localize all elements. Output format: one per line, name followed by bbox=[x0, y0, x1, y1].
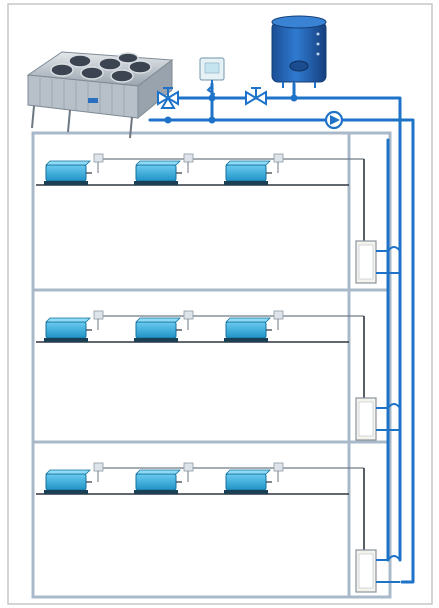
cooler-fans bbox=[50, 52, 152, 83]
tank-inspection-port bbox=[289, 60, 309, 72]
indoor-unit-icon bbox=[44, 469, 92, 494]
fan-icon bbox=[80, 66, 104, 80]
cooler-badge bbox=[88, 98, 98, 103]
controller-icon bbox=[183, 462, 194, 482]
indoor-unit-icon bbox=[134, 469, 182, 494]
indoor-unit-icon bbox=[44, 160, 92, 185]
junction-dot bbox=[164, 116, 172, 124]
junction-dot bbox=[208, 116, 216, 124]
main-piping bbox=[148, 82, 415, 584]
indoor-unit-icon bbox=[44, 317, 92, 342]
floor-2 bbox=[36, 310, 365, 408]
fan-icon bbox=[98, 57, 122, 71]
indoor-unit-icon bbox=[134, 160, 182, 185]
controller-icon bbox=[273, 153, 284, 173]
building-outline bbox=[31, 131, 392, 599]
floor-1 bbox=[36, 462, 365, 560]
indoor-unit-icon bbox=[224, 317, 272, 342]
dry-cooler-icon bbox=[26, 51, 174, 139]
pump-icon bbox=[324, 110, 344, 130]
valve-icon bbox=[245, 87, 267, 106]
indoor-unit-icon bbox=[224, 160, 272, 185]
fan-icon bbox=[50, 63, 74, 77]
radiator-icon bbox=[355, 240, 401, 284]
indoor-unit-icon bbox=[224, 469, 272, 494]
pipe-junctions bbox=[164, 94, 298, 124]
page-frame bbox=[7, 3, 433, 605]
controller-icon bbox=[273, 310, 284, 330]
controller-icon bbox=[93, 310, 104, 330]
fan-icon bbox=[128, 60, 152, 74]
controller-icon bbox=[183, 153, 194, 173]
floors-group bbox=[36, 153, 365, 560]
fan-icon bbox=[117, 52, 139, 64]
cooler-side bbox=[137, 58, 173, 120]
stairwell-radiators bbox=[355, 240, 401, 593]
junction-dot bbox=[290, 94, 298, 102]
building-frame bbox=[31, 131, 392, 599]
radiator-icon bbox=[355, 397, 401, 441]
valve-icon bbox=[157, 87, 179, 109]
storage-tank-icon bbox=[271, 15, 327, 88]
controller-icon bbox=[93, 462, 104, 482]
fan-icon bbox=[68, 54, 92, 68]
controller-icon bbox=[273, 462, 284, 482]
cooler-legs bbox=[31, 105, 133, 139]
floor-3 bbox=[36, 153, 365, 251]
fan-icon bbox=[110, 69, 134, 83]
return-pipe bbox=[148, 118, 415, 584]
supply-pipe bbox=[148, 96, 402, 562]
thermostat-icon bbox=[199, 57, 225, 99]
cooler-fins bbox=[39, 78, 125, 116]
radiator-icon bbox=[355, 549, 401, 593]
indoor-unit-icon bbox=[134, 317, 182, 342]
controller-icon bbox=[183, 310, 194, 330]
controller-icon bbox=[93, 153, 104, 173]
